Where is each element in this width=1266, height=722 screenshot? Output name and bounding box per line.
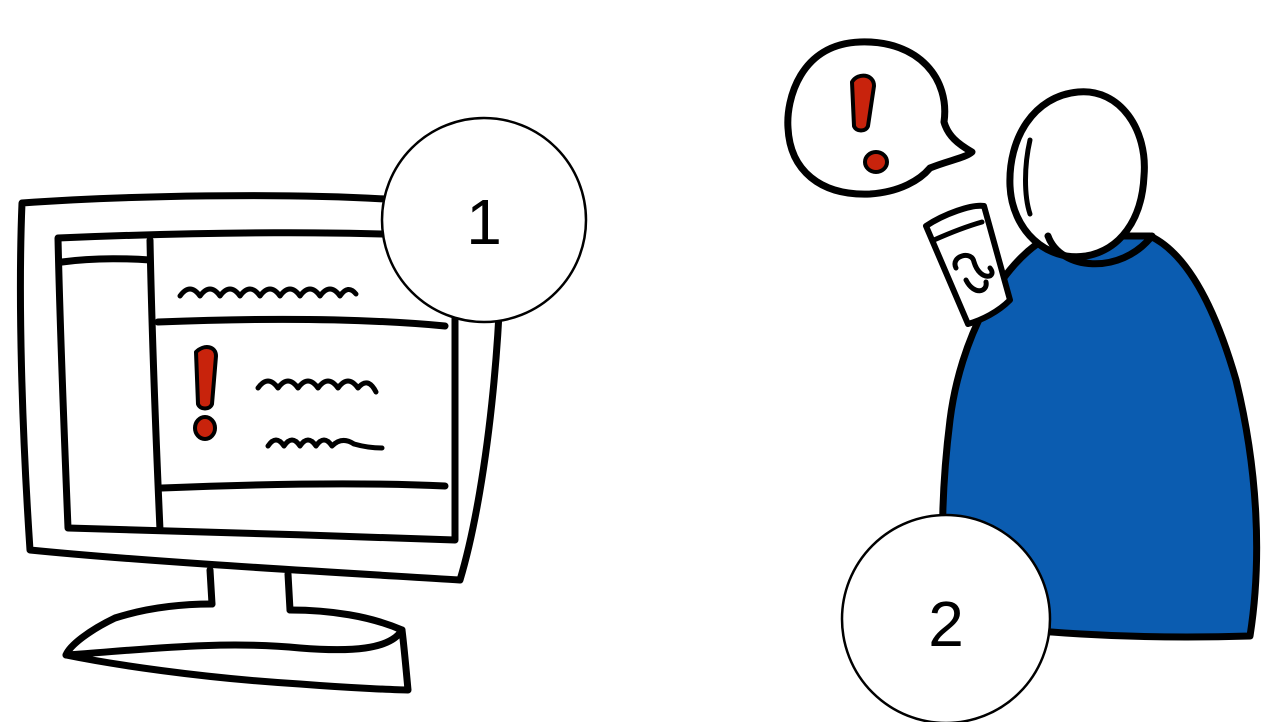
- speech-bubble-icon: [788, 42, 972, 194]
- mobile-phone-icon: [926, 206, 1010, 324]
- exclamation-alert-icon: [195, 347, 216, 439]
- step-badge-1: 1: [382, 118, 586, 322]
- step-badge-2: 2: [842, 515, 1050, 722]
- step-number-2: 2: [928, 588, 964, 660]
- step-number-1: 1: [466, 186, 502, 258]
